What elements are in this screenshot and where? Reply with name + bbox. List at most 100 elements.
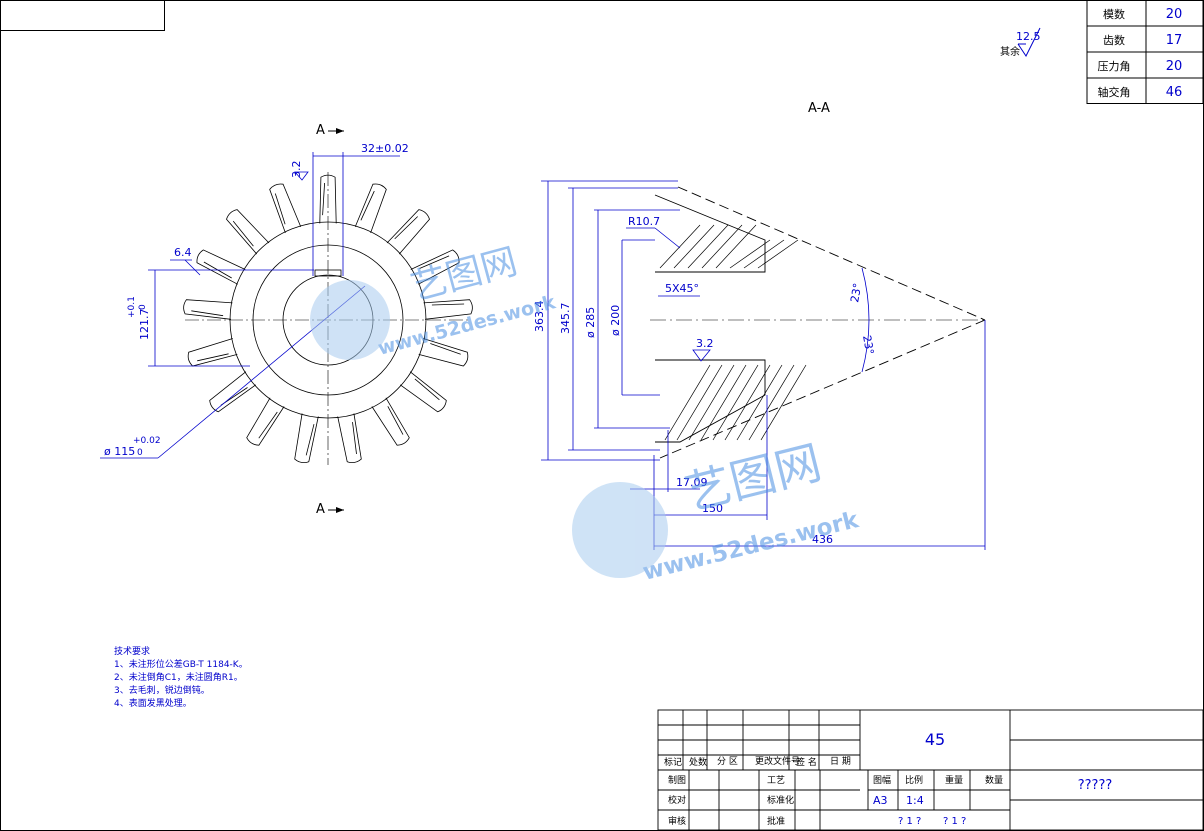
gear-tooth xyxy=(246,397,285,446)
hatch-line xyxy=(757,239,799,269)
dim-keyway-width: 32±0.02 xyxy=(361,142,409,155)
gear-tooth xyxy=(354,183,387,234)
arrow-right-icon xyxy=(336,507,344,513)
dim-len-1: 17.09 xyxy=(676,476,708,489)
mid-label-approve: 批准 xyxy=(767,815,785,827)
hatch-line xyxy=(712,364,759,441)
rev-header-count: 处数 xyxy=(689,756,707,768)
gear-tooth xyxy=(410,249,460,285)
tech-notes-title: 技术要求 xyxy=(114,645,150,657)
dim-len-3: 436 xyxy=(812,533,833,546)
dim-six-four: 6.4 xyxy=(174,246,192,259)
gear-tooth-edge xyxy=(258,411,278,439)
row-label-review: 审核 xyxy=(668,815,686,827)
gear-tooth xyxy=(371,397,410,446)
gear-tooth-edge xyxy=(430,343,461,355)
tech-note-3: 3、去毛刺，锐边倒钝。 xyxy=(114,684,210,696)
param-value-module: 20 xyxy=(1166,7,1183,22)
param-value-pressure: 20 xyxy=(1166,59,1183,74)
dim-d4: ø 200 xyxy=(609,305,622,336)
tech-note-2: 2、未注倒角C1，未注圆角R1。 xyxy=(114,671,243,683)
hatch-line xyxy=(736,364,783,441)
rev-header-file: 更改文件号 xyxy=(755,755,800,767)
params-table: 模数 20 齿数 17 压力角 20 轴交角 46 xyxy=(1086,0,1204,104)
dim-angle-1: 23° xyxy=(848,282,864,303)
sheet-info-2: ? 1 ? xyxy=(943,816,966,827)
hatch-line xyxy=(664,364,711,441)
dim-diameter-tol-lower: 0 xyxy=(137,448,143,458)
dim-d3: ø 285 xyxy=(584,307,597,338)
roughness-symbol-icon xyxy=(1017,27,1041,57)
gear-tooth xyxy=(399,371,447,413)
dim-angle-2: 23° xyxy=(860,334,876,355)
gear-tooth xyxy=(423,299,473,320)
hatch-line xyxy=(748,364,795,441)
mid-label-process: 工艺 xyxy=(767,775,785,786)
gear-tooth-edge xyxy=(232,220,254,247)
dim-diameter: ø 115 xyxy=(104,445,135,458)
gear-tooth-edge xyxy=(360,190,375,221)
gear-tooth-edge xyxy=(274,193,286,225)
drawing-name: ????? xyxy=(1078,778,1113,793)
watermark-brand: 艺图网 xyxy=(680,435,827,521)
corner-box xyxy=(0,0,165,31)
dim-diameter-tol-upper: +0.02 xyxy=(133,436,161,446)
gear-tooth xyxy=(337,413,362,464)
gear-tooth xyxy=(196,249,246,285)
hatch-line xyxy=(659,224,701,269)
dim-radius: R10.7 xyxy=(628,215,660,228)
section-title: A-A xyxy=(808,101,830,116)
watermark-globe-icon xyxy=(572,482,668,578)
dim-chamfer: 5X45° xyxy=(665,282,699,295)
dim-d1: 363.4 xyxy=(533,301,546,333)
roughness-symbol-icon xyxy=(294,171,309,181)
section-mark-bottom-label: A xyxy=(316,502,325,517)
rev-header-date: 日 期 xyxy=(830,756,851,767)
gear-tooth-edge xyxy=(419,255,450,269)
param-value-teeth: 17 xyxy=(1166,33,1183,48)
dim-height-tol-upper: +0.1 xyxy=(127,296,137,318)
param-label-pressure: 压力角 xyxy=(1098,60,1131,73)
hatch-line xyxy=(743,239,785,269)
section-mark-top-label: A xyxy=(316,123,325,138)
gear-tooth xyxy=(183,299,233,320)
dim-rough-top: 3.2 xyxy=(290,161,303,179)
watermark-globe-icon xyxy=(310,280,390,360)
gear-tooth-edge xyxy=(191,310,224,317)
hatch-line xyxy=(673,224,715,269)
param-label-shaft-angle: 轴交角 xyxy=(1098,85,1131,99)
gear-tooth xyxy=(269,183,302,234)
gear-tooth-edge xyxy=(394,216,418,240)
watermark-brand: 艺图网 xyxy=(407,241,522,309)
section-mark-bottom: A xyxy=(316,502,344,517)
scale-value: 1:4 xyxy=(906,794,924,807)
watermark-large: 艺图网 www.52des.work xyxy=(572,435,862,586)
roughness-value: 12.5 xyxy=(1016,30,1041,43)
hatch-line xyxy=(760,364,807,441)
roughness-symbol-icon xyxy=(692,349,711,362)
info-header-size: 图幅 xyxy=(873,774,891,786)
info-header-scale: 比例 xyxy=(905,774,923,786)
section-hatching xyxy=(659,224,807,441)
gear-tooth-edge xyxy=(414,378,440,401)
hatch-line xyxy=(715,224,757,269)
param-value-shaft-angle: 46 xyxy=(1166,85,1183,100)
hatch-line xyxy=(676,364,723,441)
dim-height-tol-lower: 0 xyxy=(138,304,148,310)
dim-len-2: 150 xyxy=(702,502,723,515)
tech-notes: 技术要求 1、未注形位公差GB-T 1184-K。 2、未注倒角C1，未注圆角R… xyxy=(114,645,248,709)
title-block: 标记 处数 分 区 更改文件号 签 名 日 期 制图 校对 审核 工艺 标准化 … xyxy=(657,709,1204,831)
tech-note-4: 4、表面发黑处理。 xyxy=(114,697,192,709)
dim-d2: 345.7 xyxy=(559,303,572,335)
angle-arc xyxy=(861,267,870,373)
gear-tooth xyxy=(386,209,430,255)
roughness-note: 其余 12.5 xyxy=(1000,27,1041,58)
rev-header-sign: 签 名 xyxy=(796,756,817,768)
gear-tooth xyxy=(187,338,238,367)
gear-tooth-edge xyxy=(387,406,404,435)
gear-tooth-edge xyxy=(431,303,465,306)
gear-tooth-edge xyxy=(352,422,357,455)
gear-tooth xyxy=(226,209,270,255)
row-label-draw: 制图 xyxy=(668,774,686,786)
